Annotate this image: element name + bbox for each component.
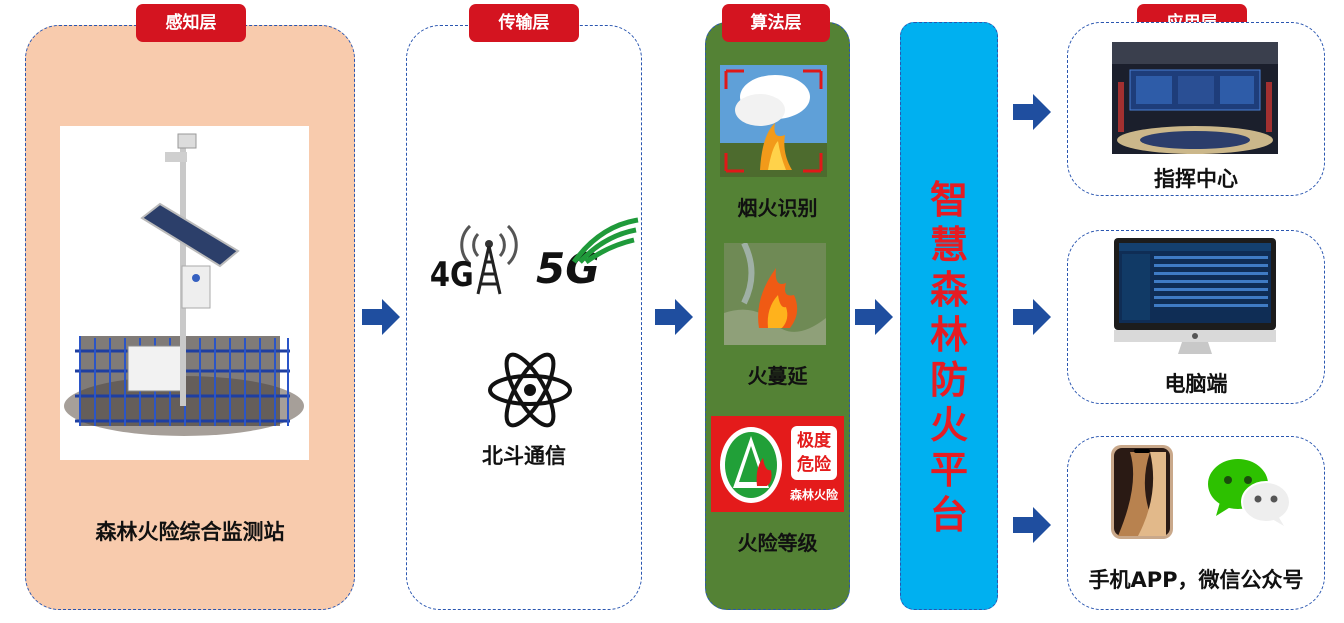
perception-tag: 感知层 (136, 4, 246, 42)
platform-title-char: 智 (929, 178, 968, 222)
arrow-right-icon (655, 299, 693, 335)
platform-title-char: 防 (929, 358, 968, 402)
command-center-image (1112, 42, 1278, 154)
monitoring-station-photo (60, 126, 309, 460)
platform-title-char: 慧 (929, 223, 968, 267)
signal-tower-icon (456, 216, 522, 296)
risk-level-line2: 危险 (797, 455, 831, 475)
desktop-monitor-icon (1112, 236, 1278, 356)
fire-risk-level-label: 火险等级 (737, 531, 818, 555)
fire-spread-image (724, 241, 826, 345)
command-center-label: 指挥中心 (1154, 167, 1238, 191)
5g-wave-icon (570, 216, 640, 266)
transmission-tag: 传输层 (469, 4, 579, 42)
network-4g-label: 4G (429, 255, 474, 295)
fire-risk-sign: 极度 危险 森林火险 (711, 416, 844, 512)
transmission-panel (406, 25, 642, 610)
forest-fire-logo-icon (717, 424, 785, 506)
platform-title-char: 森 (929, 268, 968, 312)
wechat-icon (1206, 456, 1292, 528)
platform-title-char: 台 (929, 493, 968, 537)
arrow-right-icon (362, 299, 400, 335)
arrow-right-icon (1013, 94, 1051, 130)
platform-title-char: 林 (929, 313, 968, 357)
platform-title-char: 平 (929, 448, 968, 492)
arrow-right-icon (855, 299, 893, 335)
smoke-fire-image (720, 65, 827, 177)
fire-spread-label: 火蔓延 (747, 364, 808, 388)
mobile-app-label: 手机APP，微信公众号 (1088, 568, 1304, 592)
smartphone-icon (1110, 444, 1174, 540)
platform-title-char: 火 (929, 403, 968, 447)
arrow-right-icon (1013, 299, 1051, 335)
arrow-right-icon (1013, 507, 1051, 543)
risk-sign-bottom-text: 森林火险 (789, 488, 838, 502)
risk-level-line1: 极度 (797, 431, 831, 451)
beidou-label: 北斗通信 (482, 444, 566, 468)
monitoring-station-caption: 森林火险综合监测站 (95, 520, 285, 544)
risk-level-box: 极度 危险 (791, 426, 837, 480)
platform-panel (900, 22, 998, 610)
smoke-fire-recognition-label: 烟火识别 (737, 196, 818, 220)
desktop-label: 电脑端 (1164, 372, 1228, 396)
platform-title: 智 慧 森 林 防 火 平 台 (919, 178, 979, 538)
algorithm-tag: 算法层 (722, 4, 830, 42)
beidou-atom-icon (485, 350, 575, 430)
